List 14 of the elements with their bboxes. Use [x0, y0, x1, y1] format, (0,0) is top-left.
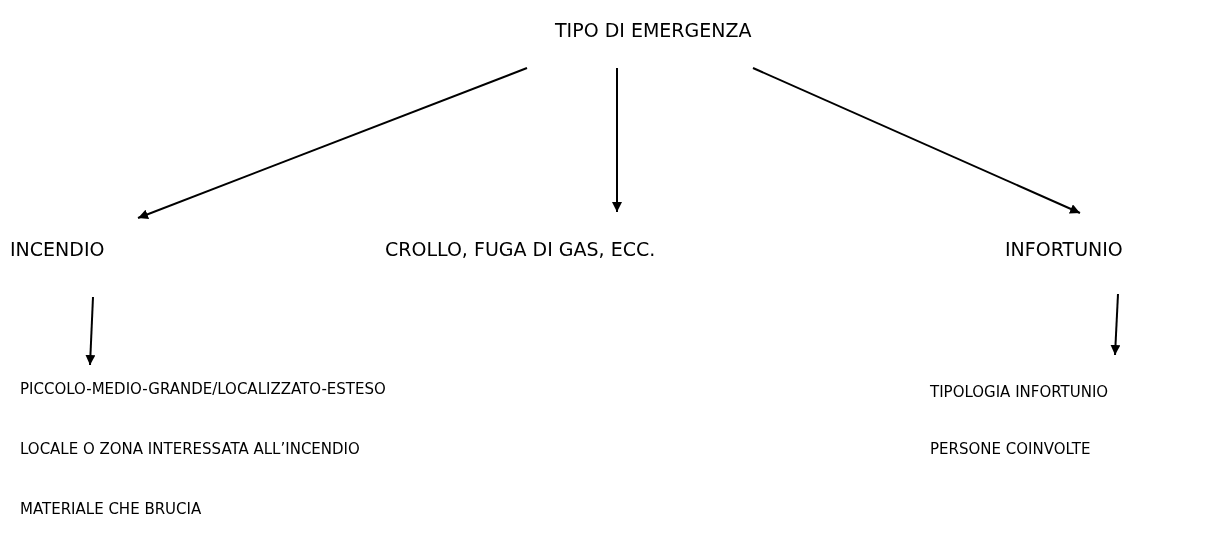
arrow [752, 67, 1081, 214]
arrow [1110, 293, 1121, 356]
category-label: CROLLO, FUGA DI GAS, ECC. [385, 238, 656, 260]
detail-item: TIPOLOGIA INFORTUNIO [930, 383, 1109, 401]
arrow [137, 67, 528, 220]
category-label: INFORTUNIO [1005, 238, 1123, 260]
arrow [612, 67, 622, 213]
detail-item: PERSONE COINVOLTE [930, 440, 1091, 458]
detail-item: MATERIALE CHE BRUCIA [20, 500, 202, 518]
detail-item: LOCALE O ZONA INTERESSATA ALL’INCENDIO [20, 440, 360, 458]
arrow [85, 296, 96, 366]
category-label: INCENDIO [10, 238, 105, 260]
detail-item: PICCOLO-MEDIO-GRANDE/LOCALIZZATO-ESTESO [20, 380, 386, 398]
heading-text: TIPO DI EMERGENZA [555, 19, 752, 41]
